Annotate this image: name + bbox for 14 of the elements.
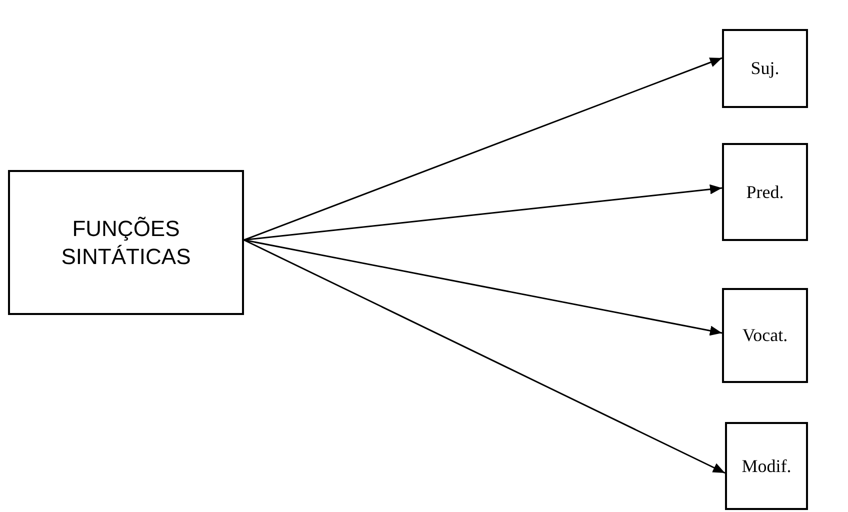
- text-box: [725, 422, 808, 510]
- text-box: [722, 29, 808, 108]
- arrow: [244, 239, 722, 336]
- text-box: [8, 170, 244, 315]
- arrow: [244, 57, 722, 241]
- arrow: [244, 239, 726, 474]
- box-label: Vocat.: [742, 324, 788, 347]
- text-box: [722, 143, 808, 241]
- box-label: Pred.: [746, 180, 784, 204]
- arrow: [244, 184, 722, 241]
- box-label: FUNÇÕES SINTÁTICAS: [60, 215, 192, 270]
- box-label: Suj.: [750, 57, 780, 80]
- box-label: Modif.: [742, 454, 792, 478]
- text-box: [722, 288, 808, 383]
